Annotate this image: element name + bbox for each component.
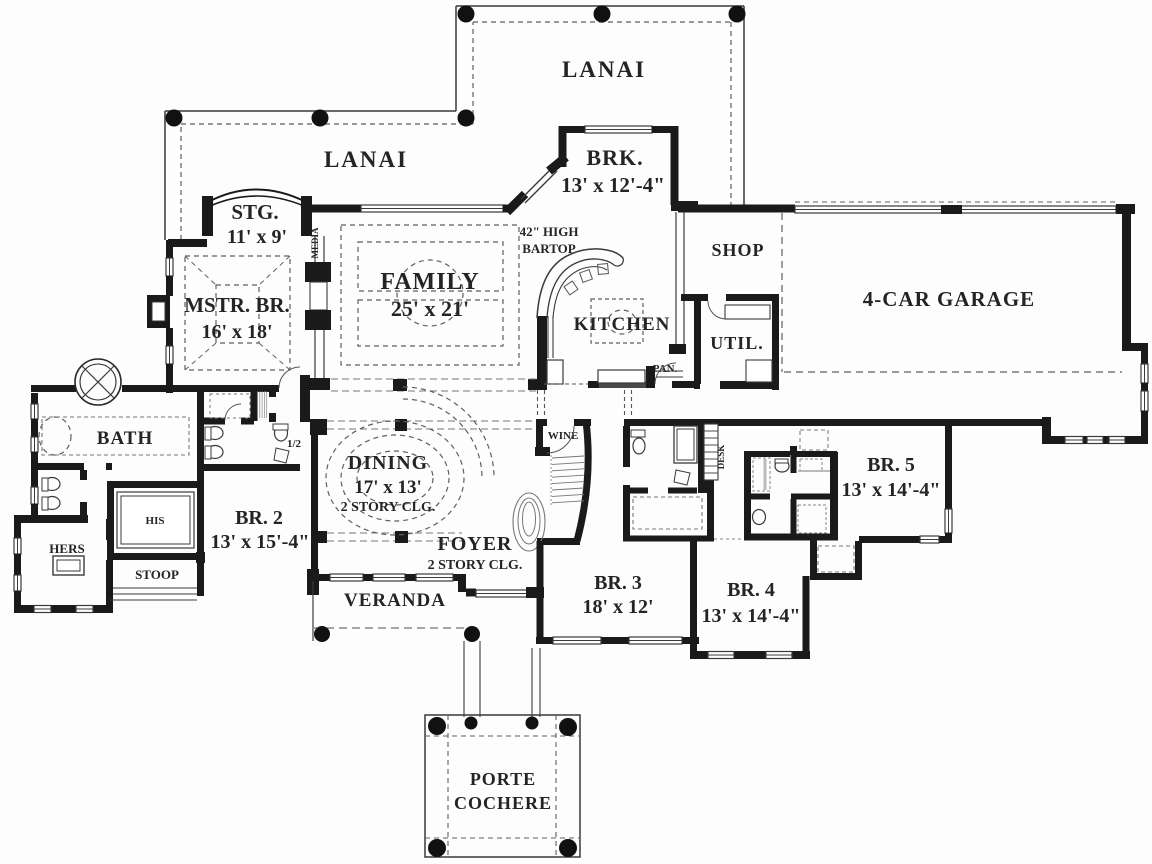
svg-text:KITCHEN: KITCHEN <box>574 314 671 335</box>
svg-text:STOOP: STOOP <box>135 567 179 582</box>
svg-text:SHOP: SHOP <box>711 240 764 260</box>
svg-text:16' x 18': 16' x 18' <box>201 321 272 343</box>
svg-text:17' x 13': 17' x 13' <box>354 477 422 498</box>
svg-text:4-CAR GARAGE: 4-CAR GARAGE <box>863 287 1035 311</box>
svg-text:25' x 21': 25' x 21' <box>391 296 469 321</box>
svg-text:FOYER: FOYER <box>438 533 513 555</box>
svg-text:BARTOP: BARTOP <box>522 241 576 256</box>
svg-text:2 STORY CLG.: 2 STORY CLG. <box>341 500 436 515</box>
svg-text:MEDIA: MEDIA <box>310 227 320 258</box>
svg-text:13' x 14'-4": 13' x 14'-4" <box>702 605 801 627</box>
svg-text:18' x 12': 18' x 12' <box>582 596 653 618</box>
svg-text:BR. 2: BR. 2 <box>235 507 283 529</box>
svg-text:BRK.: BRK. <box>586 145 643 170</box>
svg-text:BR. 5: BR. 5 <box>867 454 915 476</box>
svg-text:PAN.: PAN. <box>653 363 678 375</box>
svg-text:PORTE: PORTE <box>470 769 536 789</box>
svg-text:13' x 15'-4": 13' x 15'-4" <box>211 531 310 553</box>
svg-text:BATH: BATH <box>97 428 153 449</box>
svg-text:DESK: DESK <box>716 445 726 470</box>
svg-text:FAMILY: FAMILY <box>380 269 479 295</box>
svg-text:BR. 3: BR. 3 <box>594 572 642 594</box>
svg-text:13' x 12'-4": 13' x 12'-4" <box>561 173 665 197</box>
svg-text:2 STORY CLG.: 2 STORY CLG. <box>428 558 523 573</box>
svg-text:HERS: HERS <box>49 541 84 556</box>
svg-text:1/2: 1/2 <box>287 438 302 450</box>
svg-text:13' x 14'-4": 13' x 14'-4" <box>842 479 941 501</box>
svg-text:UTIL.: UTIL. <box>710 333 764 353</box>
svg-text:STG.: STG. <box>231 200 278 224</box>
svg-text:MSTR. BR.: MSTR. BR. <box>184 293 290 317</box>
svg-text:11' x 9': 11' x 9' <box>227 226 287 248</box>
svg-text:42" HIGH: 42" HIGH <box>520 224 579 239</box>
svg-text:HIS: HIS <box>146 515 165 527</box>
svg-text:VERANDA: VERANDA <box>344 590 446 611</box>
svg-text:DINING: DINING <box>348 452 428 474</box>
svg-text:BR. 4: BR. 4 <box>727 579 775 601</box>
svg-text:LANAI: LANAI <box>562 57 646 82</box>
svg-text:COCHERE: COCHERE <box>454 793 552 813</box>
svg-text:LANAI: LANAI <box>324 147 408 172</box>
